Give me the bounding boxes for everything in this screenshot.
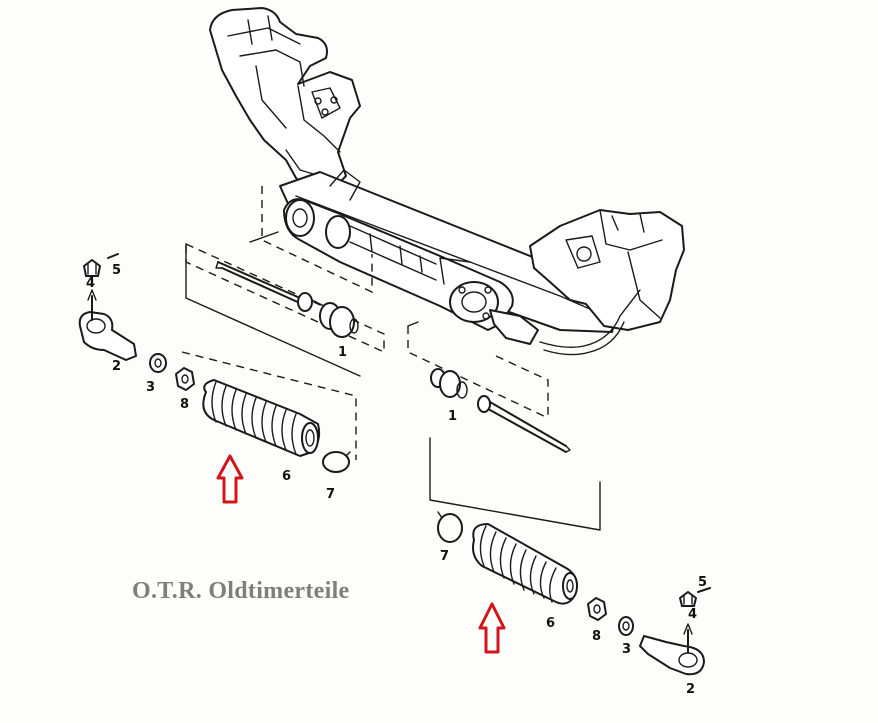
front-subframe (209, 7, 685, 356)
right-tie-rod-end (639, 623, 705, 676)
left-inner-tie-rod (185, 242, 385, 377)
callout-left-boot: 6 (282, 469, 291, 484)
watermark-text: O.T.R. Oldtimerteile (132, 578, 350, 604)
left-washer (149, 353, 167, 373)
callout-right-inner-rod: 1 (448, 409, 457, 424)
right-lock-nut (587, 597, 607, 621)
callout-right-washer: 3 (622, 642, 631, 657)
callout-right-tie-rod-end: 2 (686, 682, 695, 697)
left-split-pin (107, 253, 119, 259)
callout-right-split-pin: 5 (698, 575, 707, 590)
right-boot-clip (437, 511, 463, 543)
right-split-pin (697, 587, 711, 593)
callout-left-clip: 7 (326, 487, 335, 502)
callout-left-washer: 3 (146, 380, 155, 395)
left-steering-boot (202, 379, 321, 457)
right-inner-tie-rod (407, 321, 601, 531)
callout-left-lock-nut: 8 (180, 397, 189, 412)
callout-right-boot: 6 (546, 616, 555, 631)
left-boot-clip (322, 451, 351, 473)
left-tie-rod-end (78, 289, 137, 361)
callout-left-inner-rod: 1 (338, 345, 347, 360)
pinion-housing (439, 257, 539, 345)
left-castle-nut (83, 259, 101, 277)
left-boot-group-outline (181, 351, 357, 460)
right-washer (618, 616, 634, 636)
right-steering-boot (472, 523, 578, 605)
callout-left-tie-rod-end: 2 (112, 359, 121, 374)
steering-rack-housing (249, 198, 539, 345)
left-lock-nut (175, 367, 195, 391)
callout-left-split-pin: 5 (112, 263, 121, 278)
right-castle-nut (679, 591, 697, 607)
housing-group-outline (261, 186, 373, 294)
callout-right-nut: 4 (688, 607, 697, 622)
callout-right-lock-nut: 8 (592, 629, 601, 644)
right-boot-arrow-icon (478, 602, 506, 654)
left-boot-arrow-icon (216, 454, 244, 504)
callout-left-nut: 4 (86, 276, 95, 291)
callout-right-clip: 7 (440, 549, 449, 564)
